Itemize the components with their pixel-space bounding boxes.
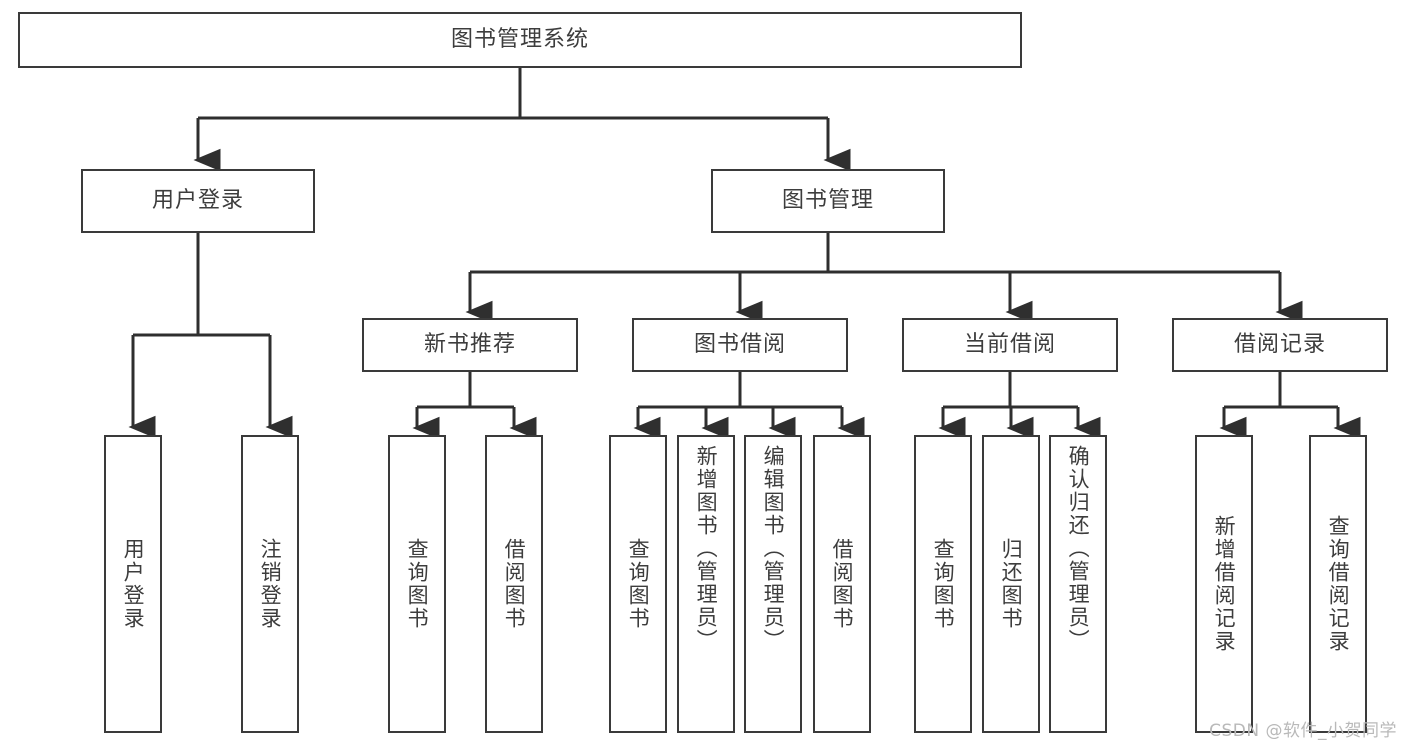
node-leaf-query-book-current[interactable]: 查询图书 [914,435,972,733]
node-leaf-borrow-book[interactable]: 借阅图书 [813,435,871,733]
node-new-book-recommend[interactable]: 新书推荐 [362,318,578,372]
node-label: 查询借阅记录 [1326,515,1351,653]
node-label: 新书推荐 [423,331,516,357]
node-leaf-borrow-book-recommend[interactable]: 借阅图书 [485,435,543,733]
node-user-login[interactable]: 用户登录 [81,169,315,233]
node-label: 编辑图书（管理员） [761,445,786,652]
node-leaf-query-book-recommend[interactable]: 查询图书 [388,435,446,733]
node-label: 新增图书（管理员） [694,445,719,652]
node-label: 查询图书 [931,538,956,630]
node-leaf-user-login[interactable]: 用户登录 [104,435,162,733]
node-leaf-add-borrow-record[interactable]: 新增借阅记录 [1195,435,1253,733]
node-leaf-logout[interactable]: 注销登录 [241,435,299,733]
node-label: 归还图书 [999,538,1024,630]
node-label: 注销登录 [258,538,283,630]
node-label: 用户登录 [121,538,146,630]
node-label: 查询图书 [626,538,651,630]
node-leaf-confirm-return-admin[interactable]: 确认归还（管理员） [1049,435,1107,733]
node-label: 图书借阅 [693,331,786,357]
node-leaf-return-book[interactable]: 归还图书 [982,435,1040,733]
node-leaf-query-book-borrow[interactable]: 查询图书 [609,435,667,733]
node-label: 新增借阅记录 [1212,515,1237,653]
node-label: 图书管理 [781,187,874,213]
node-book-management[interactable]: 图书管理 [711,169,945,233]
node-label: 借阅图书 [830,538,855,630]
node-label: 图书管理系统 [450,26,589,52]
node-label: 借阅图书 [502,538,527,630]
node-label: 用户登录 [151,187,244,213]
watermark-text: CSDN @软件_小贺同学 [1209,721,1397,741]
node-book-borrow[interactable]: 图书借阅 [632,318,848,372]
node-label: 确认归还（管理员） [1066,445,1091,652]
node-root-book-management-system[interactable]: 图书管理系统 [18,12,1022,68]
node-leaf-query-borrow-record[interactable]: 查询借阅记录 [1309,435,1367,733]
node-label: 借阅记录 [1233,331,1326,357]
node-current-borrow[interactable]: 当前借阅 [902,318,1118,372]
node-label: 当前借阅 [963,331,1056,357]
node-label: 查询图书 [405,538,430,630]
node-leaf-add-book-admin[interactable]: 新增图书（管理员） [677,435,735,733]
node-borrow-record[interactable]: 借阅记录 [1172,318,1388,372]
node-leaf-edit-book-admin[interactable]: 编辑图书（管理员） [744,435,802,733]
